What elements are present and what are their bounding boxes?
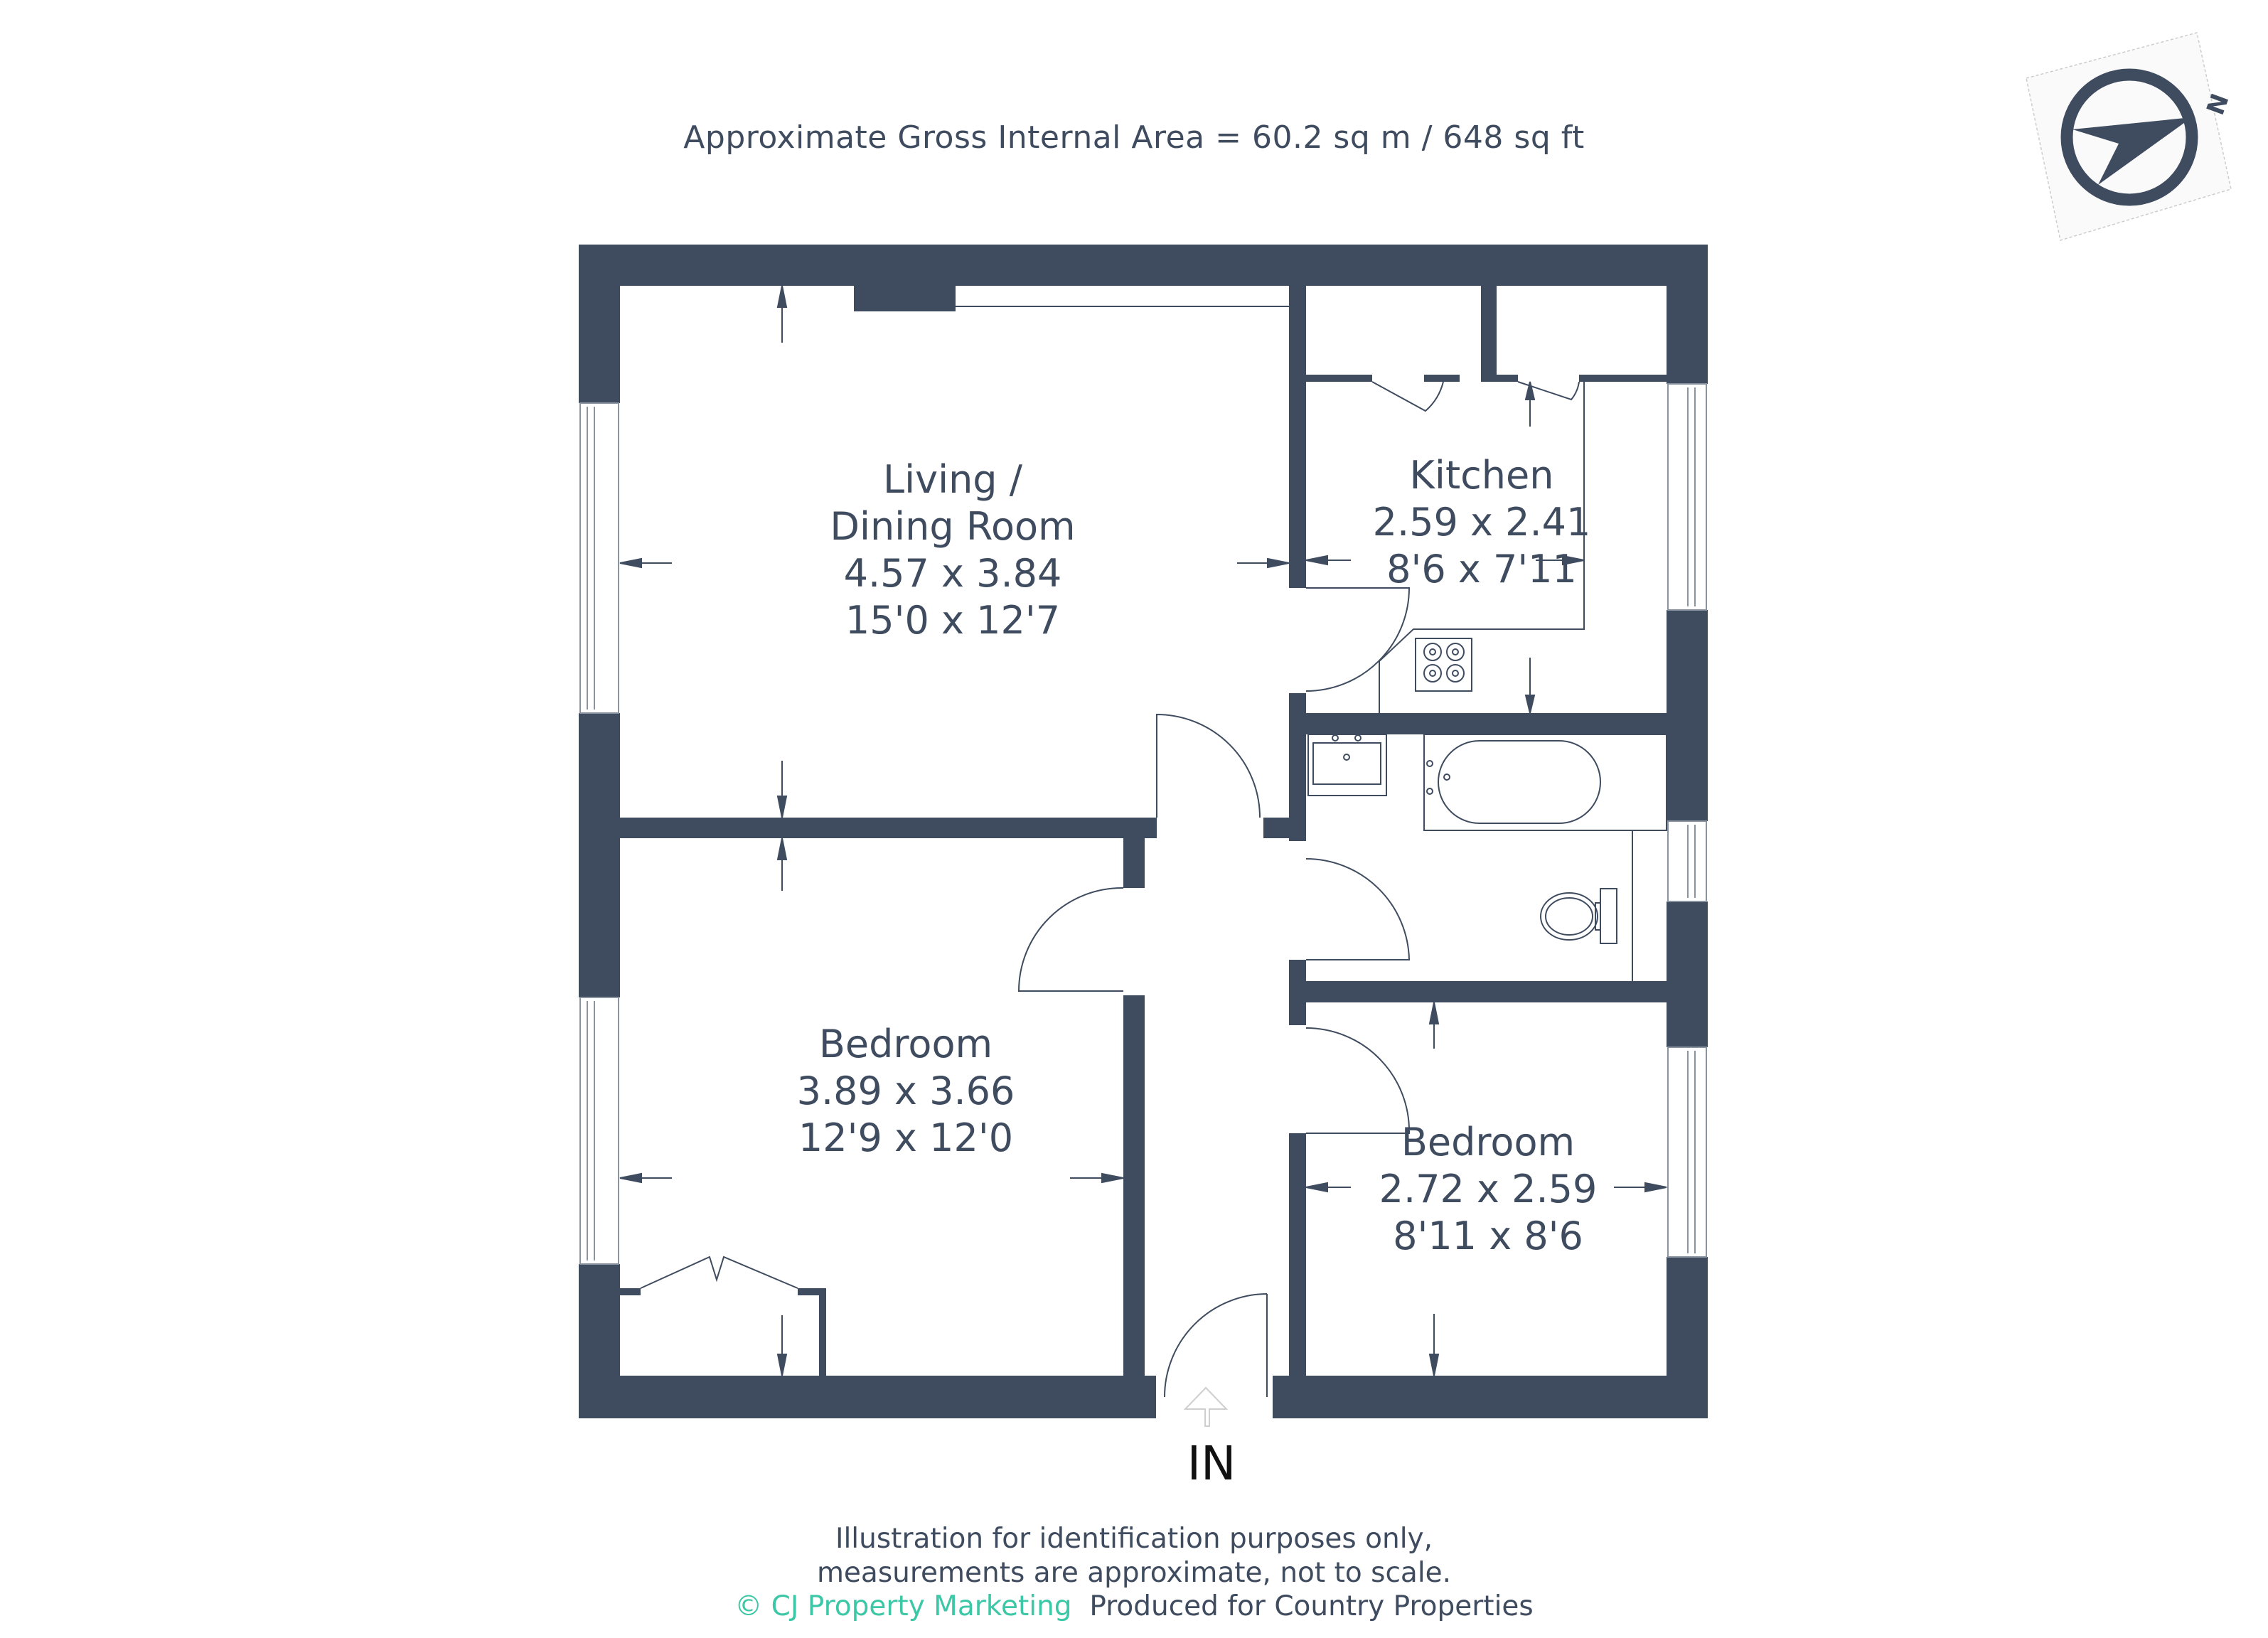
room-name: Dining Room — [830, 504, 1076, 549]
room-metric: 2.59 x 2.41 — [1372, 500, 1591, 545]
room-bedroom-1: Bedroom 3.89 x 3.66 12'9 x 12'0 — [797, 1021, 1015, 1162]
brand-credit: © CJ Property Marketing — [734, 1590, 1072, 1622]
windows — [579, 383, 1707, 1265]
room-bedroom-2: Bedroom 2.72 x 2.59 8'11 x 8'6 — [1379, 1119, 1598, 1260]
gross-internal-area-title: Approximate Gross Internal Area = 60.2 s… — [683, 119, 1585, 156]
dimension-arrows — [619, 285, 1667, 1376]
room-name: Living / — [883, 457, 1022, 502]
credits-line: © CJ Property Marketing Produced for Cou… — [0, 1590, 2268, 1622]
doors — [640, 306, 1667, 1398]
room-name: Bedroom — [1401, 1120, 1576, 1165]
room-kitchen: Kitchen 2.59 x 2.41 8'6 x 7'11 — [1373, 452, 1591, 593]
room-imperial: 12'9 x 12'0 — [798, 1115, 1014, 1160]
room-name: Kitchen — [1409, 453, 1554, 498]
room-imperial: 8'11 x 8'6 — [1393, 1214, 1583, 1258]
room-imperial: 8'6 x 7'11 — [1386, 547, 1577, 592]
room-name: Bedroom — [818, 1022, 993, 1066]
room-metric: 2.72 x 2.59 — [1379, 1167, 1598, 1211]
room-metric: 3.89 x 3.66 — [796, 1069, 1015, 1113]
entrance-label: IN — [1187, 1436, 1236, 1491]
disclaimer-line-1: Illustration for identification purposes… — [835, 1523, 1433, 1555]
room-metric: 4.57 x 3.84 — [843, 551, 1062, 596]
entrance-arrow-icon — [1183, 1386, 1229, 1427]
disclaimer-line-2: measurements are approximate, not to sca… — [816, 1557, 1452, 1589]
walls — [579, 245, 1708, 1418]
north-arrow-icon: N — [2026, 32, 2235, 241]
room-living-dining: Living / Dining Room 4.57 x 3.84 15'0 x … — [830, 456, 1075, 644]
compass: N — [2019, 21, 2235, 249]
room-imperial: 15'0 x 12'7 — [845, 598, 1061, 643]
produced-for: Produced for Country Properties — [1089, 1590, 1534, 1622]
